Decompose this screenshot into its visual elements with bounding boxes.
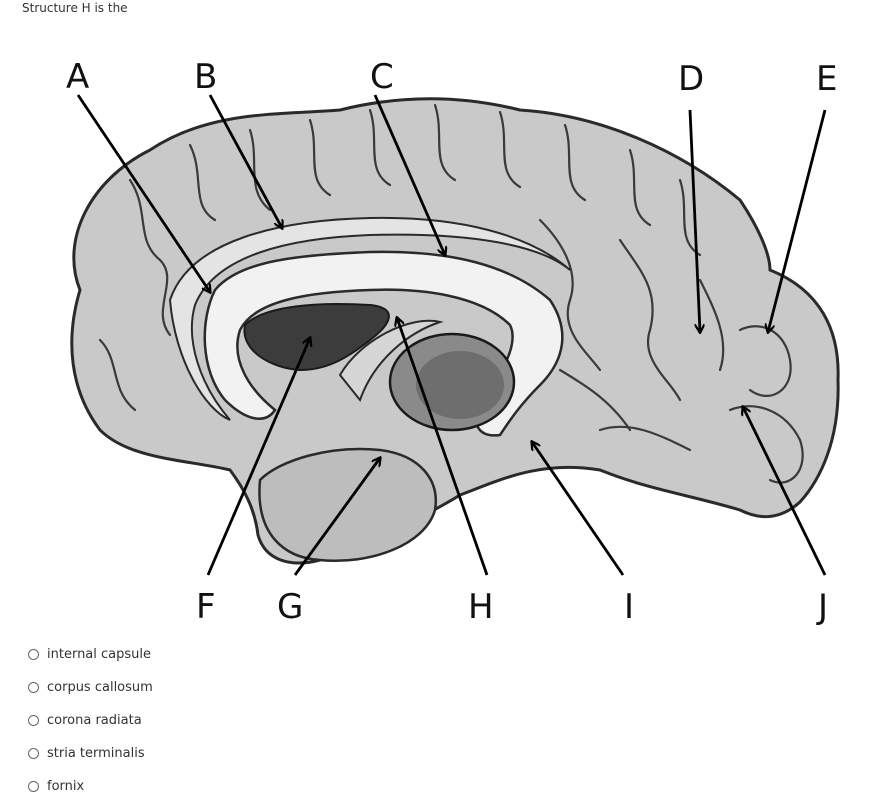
- radio-button[interactable]: [28, 715, 39, 726]
- pointer-arrows: [76, 94, 827, 576]
- label-j: J: [816, 587, 828, 627]
- arrow-b: [208, 94, 282, 228]
- radio-button[interactable]: [28, 682, 39, 693]
- option-fornix[interactable]: fornix: [28, 778, 428, 811]
- fornix: [338, 319, 444, 403]
- answer-options: internal capsule corpus callosum corona …: [28, 646, 428, 811]
- option-stria-terminalis[interactable]: stria terminalis: [28, 745, 428, 778]
- cingulate-gyrus: [168, 216, 571, 421]
- radio-button[interactable]: [28, 748, 39, 759]
- label-b: B: [194, 57, 217, 97]
- option-corpus-callosum[interactable]: corpus callosum: [28, 679, 428, 712]
- arrow-a: [76, 94, 210, 292]
- option-label: corona radiata: [47, 713, 142, 728]
- gyri-pattern: [98, 103, 804, 484]
- brain-figure: A B C D E F G H I J: [40, 40, 860, 630]
- option-corona-radiata[interactable]: corona radiata: [28, 712, 428, 745]
- label-g: G: [277, 587, 303, 627]
- label-h: H: [468, 587, 494, 627]
- label-i: I: [624, 587, 634, 627]
- arrow-g: [293, 458, 380, 576]
- corpus-callosum: [203, 250, 564, 437]
- arrow-c: [373, 94, 445, 255]
- arrow-e: [768, 109, 827, 332]
- label-c: C: [370, 57, 394, 97]
- label-e: E: [816, 59, 837, 99]
- brain-midsagittal-diagram: A B C D E F G H I J: [66, 57, 840, 627]
- lateral-ventricle: [243, 303, 390, 372]
- thalamus-inner: [416, 351, 504, 419]
- label-d: D: [678, 59, 704, 99]
- option-label: stria terminalis: [47, 746, 145, 761]
- option-internal-capsule[interactable]: internal capsule: [28, 646, 428, 679]
- question-text: Structure H is the: [22, 1, 128, 15]
- radio-button[interactable]: [28, 649, 39, 660]
- arrow-h: [397, 318, 489, 576]
- option-label: fornix: [47, 779, 85, 794]
- option-label: corpus callosum: [47, 680, 153, 695]
- arrow-f: [206, 338, 310, 576]
- radio-button[interactable]: [28, 781, 39, 792]
- label-a: A: [66, 57, 89, 97]
- label-f: F: [196, 587, 216, 627]
- arrow-j: [743, 407, 827, 576]
- arrow-i: [532, 442, 625, 576]
- arrow-d: [688, 109, 700, 332]
- option-label: internal capsule: [47, 647, 151, 662]
